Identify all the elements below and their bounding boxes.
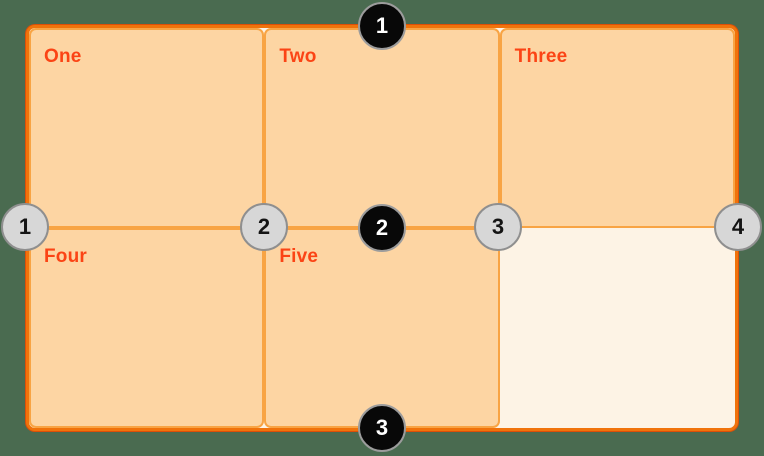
grid-cell-four: Four (29, 228, 265, 428)
row-line-marker-2: 2 (358, 204, 406, 252)
grid-cell-three: Three (499, 28, 735, 228)
column-line-marker-2: 2 (240, 203, 288, 251)
cell-label: Five (279, 246, 319, 267)
row-line-marker-3: 3 (358, 404, 406, 452)
grid-cell-five: Five (264, 228, 500, 428)
grid-container: One Two Three Four Five (26, 25, 738, 431)
column-line-marker-3: 3 (474, 203, 522, 251)
grid-cell-one: One (29, 28, 265, 228)
cell-label: One (44, 46, 82, 67)
column-line-marker-4: 4 (714, 203, 762, 251)
cell-label: Three (514, 46, 568, 67)
grid-cell-two: Two (264, 28, 500, 228)
grid-cell-empty (500, 228, 735, 428)
row-line-marker-1: 1 (358, 2, 406, 50)
cell-label: Two (279, 46, 317, 67)
column-line-marker-1: 1 (1, 203, 49, 251)
cell-label: Four (44, 246, 88, 267)
